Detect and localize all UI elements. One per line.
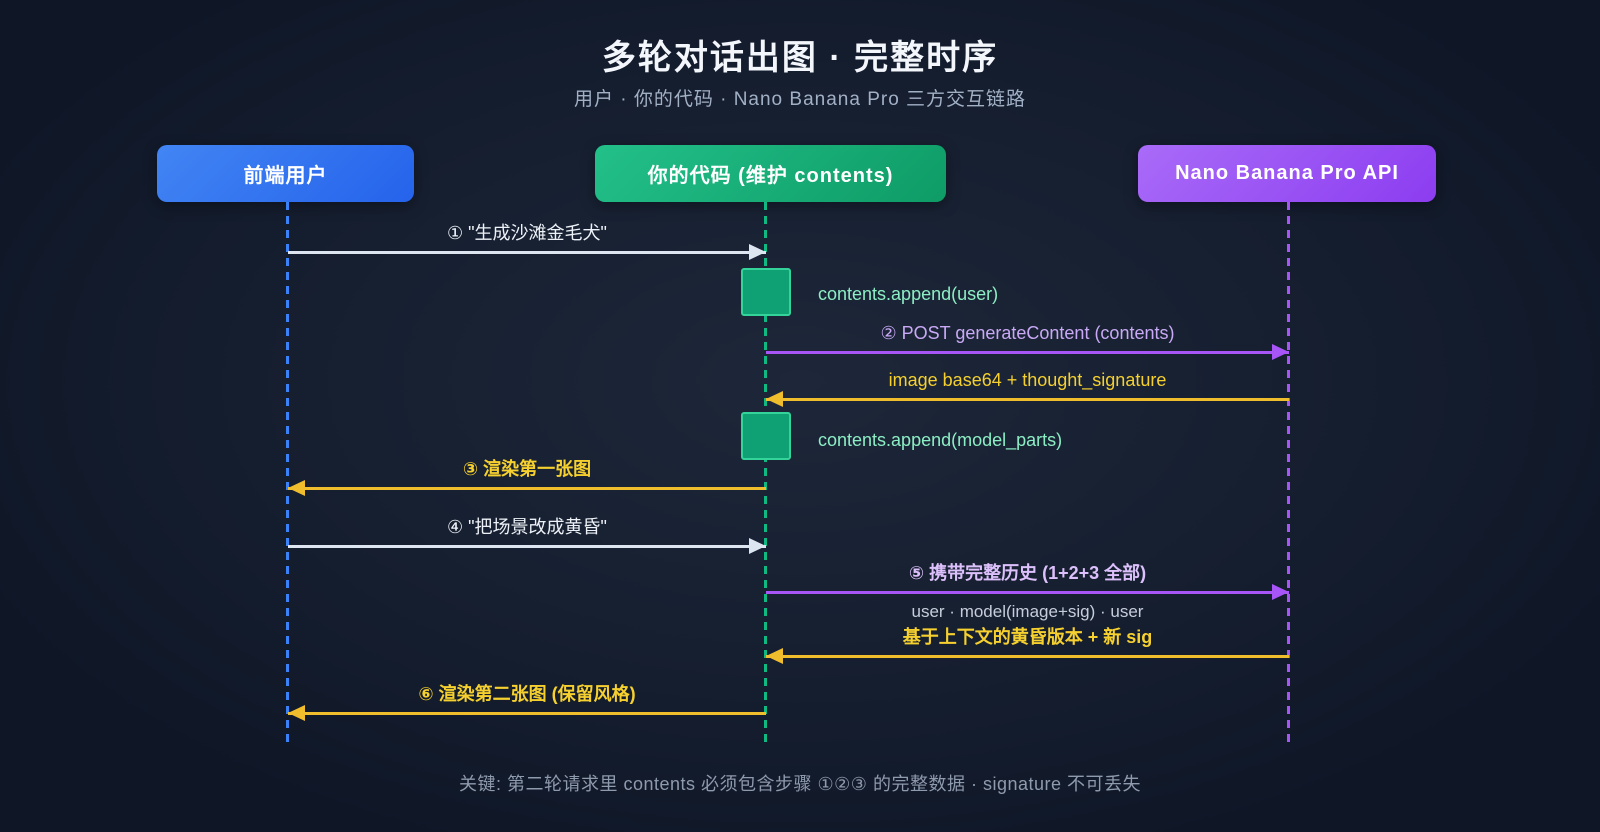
arrow-right-icon — [749, 538, 766, 554]
message-2-label: ② POST generateContent (contents) — [880, 323, 1175, 343]
message-8-render-second-image: ⑥ 渲染第二张图 (保留风格) — [288, 683, 766, 721]
message-3-label: image base64 + thought_signature — [888, 370, 1167, 390]
actor-nano-banana-pro-api: Nano Banana Pro API — [1138, 145, 1436, 202]
message-7-label: 基于上下文的黄昏版本 + 新 sig — [902, 627, 1153, 647]
message-5-change-to-dusk: ④ "把场景改成黄昏" — [288, 516, 766, 554]
message-1-generate-dog: ① "生成沙滩金毛犬" — [288, 222, 766, 260]
actor-api-label: Nano Banana Pro API — [1175, 162, 1399, 184]
arrow-right-icon — [749, 244, 766, 260]
arrow-left-icon — [288, 705, 305, 721]
message-8-label: ⑥ 渲染第二张图 (保留风格) — [418, 684, 636, 704]
activation-append-user-label: contents.append(user) — [818, 284, 999, 304]
message-4-label: ③ 渲染第一张图 — [462, 459, 592, 479]
arrow-left-icon — [766, 391, 783, 407]
message-1-label: ① "生成沙滩金毛犬" — [447, 223, 607, 243]
arrow-left-icon — [766, 648, 783, 664]
arrow-right-icon — [1272, 584, 1289, 600]
message-2-arrow — [766, 344, 1289, 360]
activation-append-user — [741, 268, 791, 316]
message-7-dusk-version: 基于上下文的黄昏版本 + 新 sig — [766, 626, 1289, 664]
message-3-arrow — [766, 391, 1289, 407]
activation-append-model-parts-label: contents.append(model_parts) — [818, 430, 1063, 450]
page-title: 多轮对话出图 · 完整时序 — [601, 39, 999, 77]
message-4-render-first-image: ③ 渲染第一张图 — [288, 458, 766, 496]
lifeline-your-code — [764, 202, 767, 747]
message-3-image-base64: image base64 + thought_signature — [766, 369, 1289, 407]
actor-your-code: 你的代码 (维护 contents) — [595, 145, 946, 202]
message-8-arrow — [288, 705, 766, 721]
message-7-arrow — [766, 648, 1289, 664]
message-6-arrow — [766, 584, 1289, 600]
message-6-sublabel: user · model(image+sig) · user — [911, 602, 1144, 621]
page-subtitle: 用户 · 你的代码 · Nano Banana Pro 三方交互链路 — [573, 89, 1027, 110]
actor-your-code-label: 你的代码 (维护 contents) — [647, 165, 894, 187]
lifeline-frontend-user — [286, 202, 289, 747]
message-5-arrow — [288, 538, 766, 554]
lifeline-api — [1287, 202, 1290, 747]
activation-append-model-parts — [741, 412, 791, 460]
arrow-right-icon — [1272, 344, 1289, 360]
actor-frontend-user: 前端用户 — [157, 145, 414, 202]
message-6-full-history: ⑤ 携带完整历史 (1+2+3 全部) user · model(image+s… — [766, 562, 1289, 622]
actor-frontend-user-label: 前端用户 — [243, 165, 328, 187]
arrow-left-icon — [288, 480, 305, 496]
message-2-post-generatecontent: ② POST generateContent (contents) — [766, 322, 1289, 360]
message-1-arrow — [288, 244, 766, 260]
key-takeaway-note: 关键: 第二轮请求里 contents 必须包含步骤 ①②③ 的完整数据 · s… — [458, 774, 1141, 794]
message-5-label: ④ "把场景改成黄昏" — [447, 517, 607, 537]
message-6-label: ⑤ 携带完整历史 (1+2+3 全部) — [908, 563, 1147, 583]
message-4-arrow — [288, 480, 766, 496]
